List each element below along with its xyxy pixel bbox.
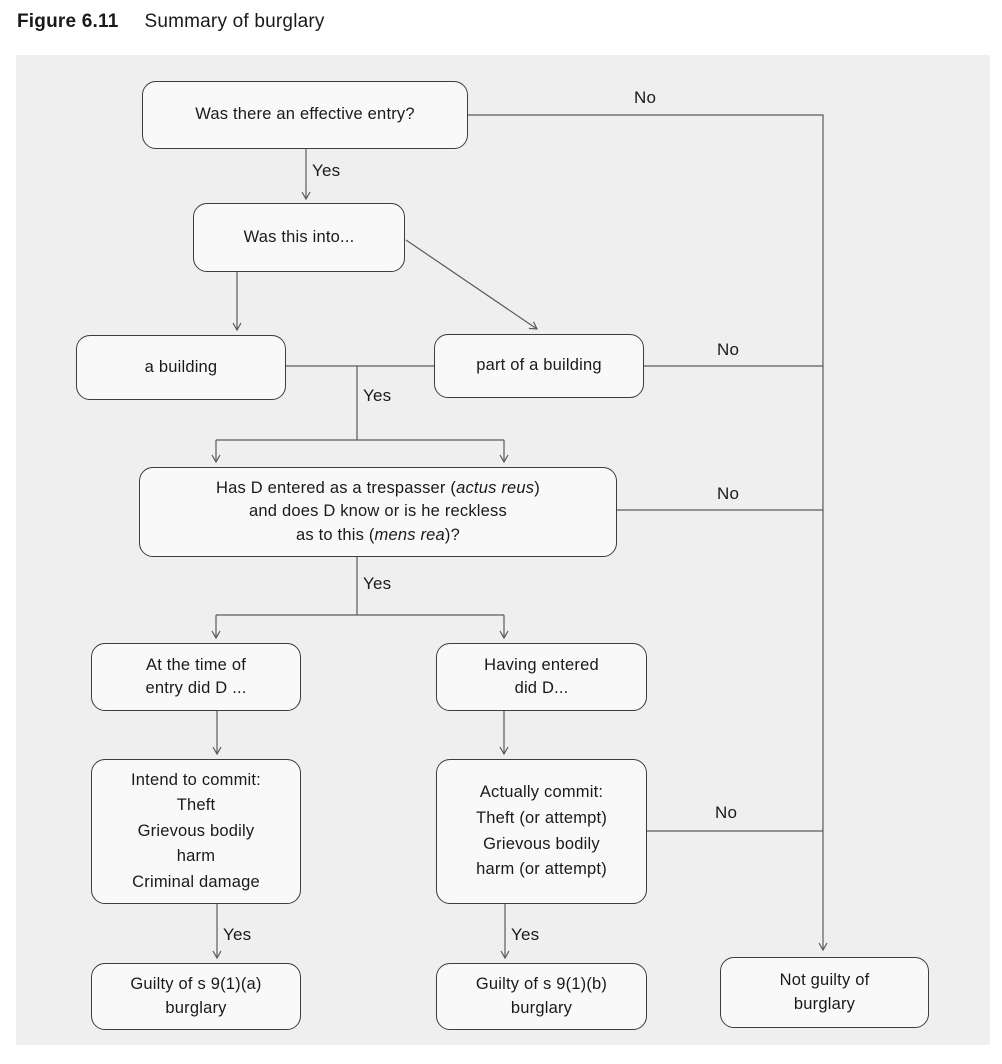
node-line-2: Theft bbox=[176, 796, 216, 815]
node-line-2: burglary bbox=[165, 998, 227, 1017]
edge-label-no-trespasser: No bbox=[717, 484, 740, 503]
node-line-1: Guilty of s 9(1)(a) bbox=[130, 975, 262, 994]
node-text: a building bbox=[144, 357, 218, 376]
figure-caption: Figure 6.11 Summary of burglary bbox=[17, 11, 325, 33]
node-line-2: entry did D ... bbox=[145, 679, 247, 697]
node-line-1: Having entered bbox=[484, 655, 599, 674]
edge-label-no-actually: No bbox=[715, 803, 738, 822]
edge-label-no-partbldg: No bbox=[717, 340, 740, 359]
latin-term-actus-reus: actus reus bbox=[456, 478, 535, 497]
figure-title: Summary of burglary bbox=[144, 11, 325, 32]
node-line-1: At the time of bbox=[145, 655, 246, 674]
node-line-2: did D... bbox=[514, 679, 569, 697]
node-line-1: Has D entered as a trespasser (actus reu… bbox=[216, 478, 540, 497]
node-line-1: Not guilty of bbox=[779, 971, 870, 990]
edge-label-yes-entry: Yes bbox=[312, 161, 341, 180]
node-text: Was there an effective entry? bbox=[195, 105, 415, 124]
node-line-3: as to this (mens rea)? bbox=[296, 525, 460, 544]
edge-label-yes-trespasser: Yes bbox=[363, 574, 392, 593]
node-guilty-s91a: Guilty of s 9(1)(a) burglary bbox=[91, 963, 301, 1030]
node-actually-commit: Actually commit: Theft (or attempt) Grie… bbox=[436, 759, 647, 904]
edge-label-yes-intend: Yes bbox=[223, 925, 252, 944]
node-line-5: Criminal damage bbox=[132, 872, 260, 891]
node-text: Was this into... bbox=[243, 227, 355, 246]
latin-term-mens-rea: mens rea bbox=[374, 525, 445, 544]
edge-label-no-entry: No bbox=[634, 88, 657, 107]
node-line-2: and does D know or is he reckless bbox=[249, 502, 507, 521]
node-having-entered: Having entered did D... bbox=[436, 643, 647, 711]
node-was-this-into: Was this into... bbox=[193, 203, 405, 272]
node-line-4: harm (or attempt) bbox=[476, 860, 607, 879]
node-line-2: Theft (or attempt) bbox=[475, 808, 608, 827]
node-text: part of a building bbox=[476, 356, 602, 375]
node-effective-entry: Was there an effective entry? bbox=[142, 81, 468, 149]
node-line-2: burglary bbox=[793, 994, 856, 1013]
figure-number: Figure 6.11 bbox=[17, 11, 119, 32]
node-at-time-of-entry: At the time of entry did D ... bbox=[91, 643, 301, 711]
node-line-1: Guilty of s 9(1)(b) bbox=[475, 975, 608, 994]
node-line-4: harm bbox=[176, 847, 216, 866]
node-line-3: Grievous bodily bbox=[483, 834, 600, 853]
node-a-building: a building bbox=[76, 335, 286, 400]
node-guilty-s91b: Guilty of s 9(1)(b) burglary bbox=[436, 963, 647, 1030]
node-part-of-building: part of a building bbox=[434, 334, 644, 398]
node-not-guilty: Not guilty of burglary bbox=[720, 957, 929, 1028]
node-intend-to-commit: Intend to commit: Theft Grievous bodily … bbox=[91, 759, 301, 904]
node-line-3: Grievous bodily bbox=[137, 821, 255, 840]
edge-label-yes-actually: Yes bbox=[511, 925, 540, 944]
node-line-2: burglary bbox=[510, 998, 573, 1017]
edge-label-yes-building: Yes bbox=[363, 386, 392, 405]
node-line-1: Intend to commit: bbox=[131, 770, 261, 789]
node-trespasser-question: Has D entered as a trespasser (actus reu… bbox=[139, 467, 617, 557]
node-line-1: Actually commit: bbox=[479, 783, 604, 802]
